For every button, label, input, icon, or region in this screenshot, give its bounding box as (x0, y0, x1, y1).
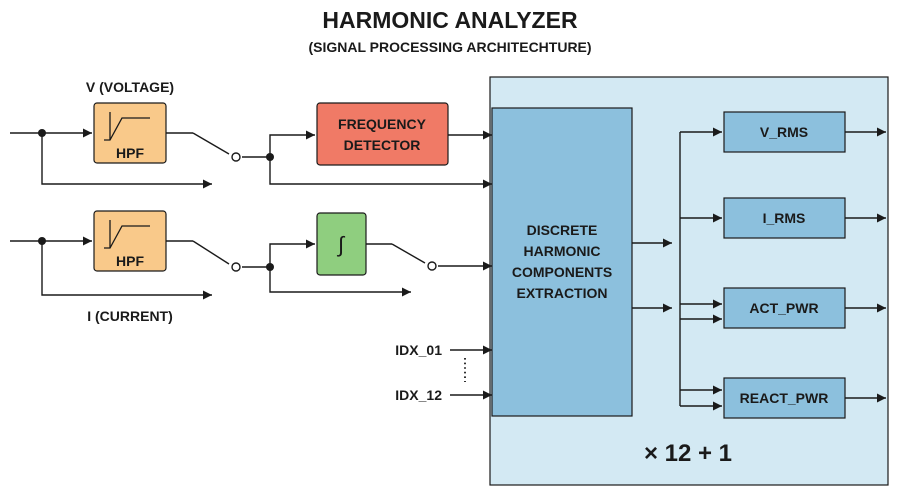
extraction-line-1: DISCRETE (527, 222, 598, 238)
multiplier-label: × 12 + 1 (644, 440, 732, 467)
output-i-rms-label: I_RMS (763, 210, 806, 226)
output-block-i-rms: I_RMS (723, 197, 846, 239)
extraction-line-4: EXTRACTION (517, 285, 608, 301)
diagram-subtitle: (SIGNAL PROCESSING ARCHITECHTURE) (308, 39, 591, 55)
diagram-title: HARMONIC ANALYZER (322, 7, 578, 33)
hpf-current-label: HPF (116, 253, 144, 269)
extraction-line-3: COMPONENTS (512, 264, 612, 280)
voltage-switch-contact (231, 152, 241, 162)
extraction-block: DISCRETE HARMONIC COMPONENTS EXTRACTION (491, 107, 633, 417)
current-input-label: I (CURRENT) (87, 308, 173, 324)
output-react-pwr-label: REACT_PWR (740, 390, 829, 406)
output-v-rms-label: V_RMS (760, 124, 808, 140)
output-block-act-pwr: ACT_PWR (723, 287, 846, 329)
hpf-current-block: HPF (93, 210, 167, 272)
output-block-react-pwr: REACT_PWR (723, 377, 846, 419)
index-input-last: IDX_12 (395, 387, 442, 403)
voltage-input-label: V (VOLTAGE) (86, 79, 174, 95)
index-input-first: IDX_01 (395, 342, 442, 358)
hpf-voltage-block: HPF (93, 102, 167, 164)
output-act-pwr-label: ACT_PWR (749, 300, 818, 316)
integrator-block: ∫ (316, 212, 367, 276)
hpf-voltage-label: HPF (116, 145, 144, 161)
frequency-detector-line-2: DETECTOR (344, 137, 421, 153)
integrator-switch-contact (427, 261, 437, 271)
current-switch-contact (231, 262, 241, 272)
signal-wires (10, 127, 886, 411)
switch-contacts (231, 152, 437, 272)
output-block-v-rms: V_RMS (723, 111, 846, 153)
extraction-line-2: HARMONIC (524, 243, 601, 259)
junction-dots (38, 129, 274, 271)
frequency-detector-block: FREQUENCY DETECTOR (316, 102, 449, 166)
frequency-detector-line-1: FREQUENCY (338, 116, 427, 132)
integral-icon: ∫ (336, 232, 346, 257)
